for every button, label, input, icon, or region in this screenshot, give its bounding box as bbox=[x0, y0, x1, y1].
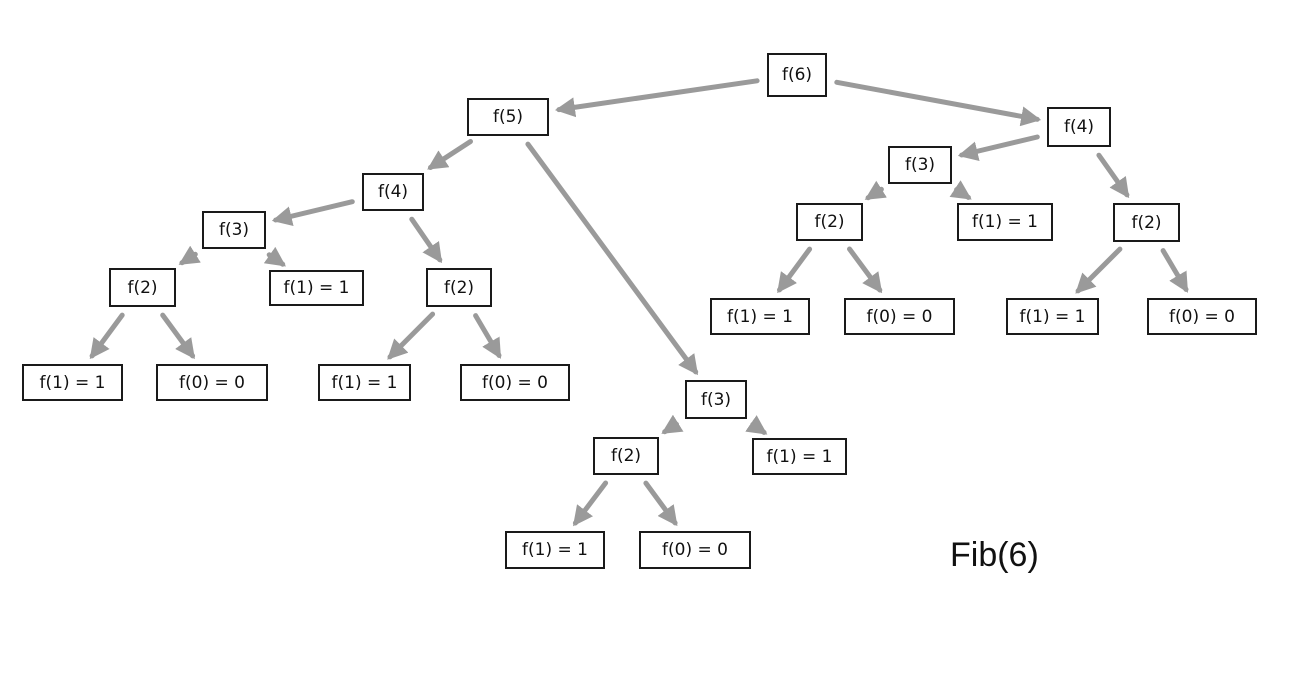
node-f0-leaf: f(0) = 0 bbox=[156, 364, 268, 401]
edge-n3-n17 bbox=[957, 134, 1040, 162]
edge-n5-n8 bbox=[89, 312, 125, 360]
node-f4: f(4) bbox=[1047, 107, 1111, 147]
diagram-caption: Fib(6) bbox=[950, 536, 1039, 574]
node-f1-leaf: f(1) = 1 bbox=[957, 203, 1053, 241]
node-f3: f(3) bbox=[202, 211, 266, 249]
node-f1-leaf: f(1) = 1 bbox=[710, 298, 810, 335]
edge-n13-n16 bbox=[643, 480, 678, 527]
node-f0-leaf: f(0) = 0 bbox=[460, 364, 570, 401]
edge-n7-n10 bbox=[387, 311, 436, 360]
edge-n5-n9 bbox=[160, 312, 196, 360]
edge-n1-n12 bbox=[525, 141, 699, 376]
edge-n2-n4 bbox=[271, 199, 355, 227]
node-f5: f(5) bbox=[467, 98, 549, 136]
edge-n12-n14 bbox=[745, 415, 768, 435]
node-f1-leaf: f(1) = 1 bbox=[22, 364, 123, 401]
edge-n7-n11 bbox=[473, 313, 502, 359]
node-f0-leaf: f(0) = 0 bbox=[844, 298, 955, 335]
node-f2: f(2) bbox=[593, 437, 659, 475]
node-f0-leaf: f(0) = 0 bbox=[1147, 298, 1257, 335]
edge-n0-n3 bbox=[834, 79, 1042, 127]
node-f1-leaf: f(1) = 1 bbox=[318, 364, 411, 401]
node-f1-leaf: f(1) = 1 bbox=[269, 270, 364, 306]
node-f2: f(2) bbox=[426, 268, 492, 307]
edge-n17-n19 bbox=[949, 180, 972, 200]
node-f4: f(4) bbox=[362, 173, 424, 211]
node-f2: f(2) bbox=[796, 203, 863, 241]
edge-n0-n1 bbox=[554, 78, 760, 118]
node-f3: f(3) bbox=[685, 380, 747, 419]
edge-n3-n20 bbox=[1096, 152, 1130, 199]
edge-n18-n21 bbox=[777, 246, 813, 294]
node-f2: f(2) bbox=[109, 268, 176, 307]
node-f6: f(6) bbox=[767, 53, 827, 97]
edge-n18-n22 bbox=[847, 246, 883, 294]
edge-n4-n6 bbox=[263, 246, 286, 267]
node-f3: f(3) bbox=[888, 146, 952, 184]
edge-n2-n7 bbox=[409, 216, 443, 264]
node-f1-leaf: f(1) = 1 bbox=[505, 531, 605, 569]
edge-n4-n5 bbox=[178, 245, 201, 266]
node-f0-leaf: f(0) = 0 bbox=[639, 531, 751, 569]
edge-n17-n18 bbox=[864, 180, 887, 201]
edge-n20-n24 bbox=[1160, 248, 1189, 293]
edge-n12-n13 bbox=[661, 414, 684, 435]
node-f1-leaf: f(1) = 1 bbox=[1006, 298, 1099, 335]
edge-n20-n23 bbox=[1075, 246, 1123, 294]
node-f2: f(2) bbox=[1113, 203, 1180, 242]
edge-n1-n2 bbox=[427, 139, 473, 170]
edge-n13-n15 bbox=[572, 480, 609, 527]
node-f1-leaf: f(1) = 1 bbox=[752, 438, 847, 475]
